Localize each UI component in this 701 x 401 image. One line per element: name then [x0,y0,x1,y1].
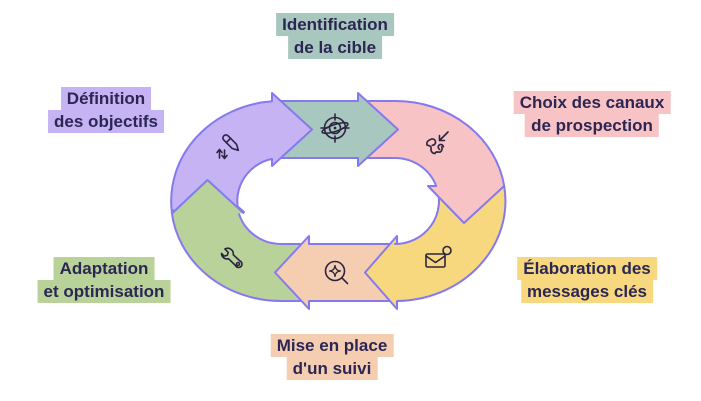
segment-identification-arrow [271,92,399,167]
phone-incoming-icon [426,131,449,155]
segment-suivi-arrow [274,235,398,310]
label-definition-line1: Définition [60,87,152,110]
wrench-icon [220,247,243,269]
label-suivi-line2: d'un suivi [286,357,378,380]
label-messages-line2: messages clés [520,280,654,303]
label-suivi: Mise en place d'un suivi [270,334,394,380]
label-adaptation-line2: et optimisation [37,280,171,303]
segment-adaptation-arrowhead-outline [171,179,245,215]
label-suivi-line1: Mise en place [270,334,394,357]
envelope-notification-icon [425,245,452,268]
label-canaux-line2: de prospection [525,114,659,137]
label-adaptation: Adaptation et optimisation [37,257,171,303]
label-identification: Identification de la cible [276,13,394,59]
label-adaptation-line1: Adaptation [53,257,155,280]
pencil-sort-arrows-icon [216,134,240,160]
label-canaux: Choix des canaux de prospection [513,91,671,137]
label-canaux-line1: Choix des canaux [513,91,671,114]
label-messages: Élaboration des messages clés [517,257,657,303]
label-identification-line2: de la cible [287,36,383,59]
label-definition-line2: des objectifs [48,110,164,133]
label-identification-line1: Identification [276,13,394,36]
label-definition: Définition des objectifs [48,87,164,133]
label-messages-line1: Élaboration des [517,257,657,280]
segment-adaptation-arrowhead [172,180,244,214]
search-sparkle-icon [324,260,349,285]
